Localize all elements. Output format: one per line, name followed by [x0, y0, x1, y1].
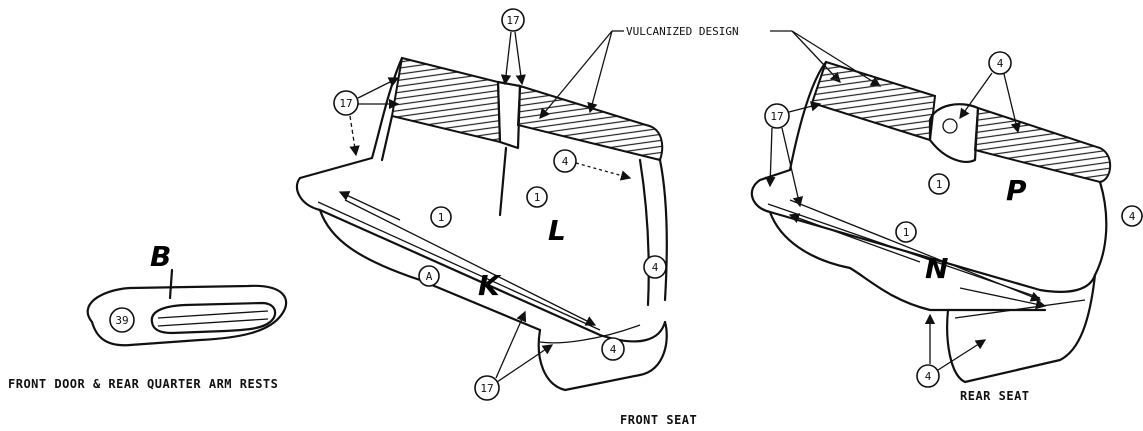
front-seat-caption: FRONT SEAT: [620, 413, 697, 427]
section-letter-b: B: [150, 240, 171, 273]
callout-4-front-bottom: 4: [601, 337, 625, 361]
svg-text:17: 17: [506, 14, 519, 27]
callout-39: 39: [109, 307, 135, 333]
svg-text:4: 4: [925, 370, 932, 383]
svg-text:17: 17: [770, 110, 783, 123]
callout-17-left: 17: [333, 77, 400, 157]
section-letter-n: N: [925, 252, 948, 285]
svg-text:17: 17: [480, 382, 493, 395]
vulcanized-design-label: VULCANIZED DESIGN: [626, 25, 739, 38]
section-letter-k: K: [478, 269, 502, 302]
callout-17-rear-left: 17: [764, 101, 822, 208]
svg-text:17: 17: [339, 97, 352, 110]
svg-text:39: 39: [115, 314, 128, 327]
callout-4-rear-bottom: 4: [916, 313, 987, 388]
svg-text:A: A: [426, 270, 433, 283]
section-letter-p: P: [1006, 174, 1027, 207]
callout-4-rear-right: 4: [1121, 205, 1143, 227]
callout-1-front-cushion: 1: [430, 206, 452, 228]
callout-4-front-center: 4: [553, 149, 632, 181]
svg-text:4: 4: [1129, 210, 1136, 223]
callout-a-front: A: [418, 265, 440, 287]
svg-text:4: 4: [652, 261, 659, 274]
svg-text:4: 4: [997, 57, 1004, 70]
svg-text:4: 4: [562, 155, 569, 168]
rear-seat-caption: REAR SEAT: [960, 389, 1030, 403]
callout-1-rear-back: 1: [928, 173, 950, 195]
svg-text:1: 1: [936, 178, 943, 191]
front-seat-drawing: [295, 56, 668, 392]
callout-1-front-back: 1: [526, 186, 548, 208]
callout-17-top: 17: [500, 8, 526, 86]
svg-text:1: 1: [438, 211, 445, 224]
svg-text:1: 1: [903, 226, 910, 239]
callout-4-rear-top: 4: [942, 51, 1021, 134]
arm-rests-caption: FRONT DOOR & REAR QUARTER ARM RESTS: [8, 377, 278, 391]
section-letter-l: L: [548, 214, 566, 247]
callout-17-bottom: 17: [474, 310, 554, 401]
callout-4-front-right: 4: [643, 255, 667, 279]
callout-1-rear-cushion: 1: [895, 221, 917, 243]
rear-seat-drawing: [750, 60, 1112, 384]
arm-rest-drawing: [86, 268, 288, 347]
svg-text:1: 1: [534, 191, 541, 204]
svg-text:4: 4: [610, 343, 617, 356]
